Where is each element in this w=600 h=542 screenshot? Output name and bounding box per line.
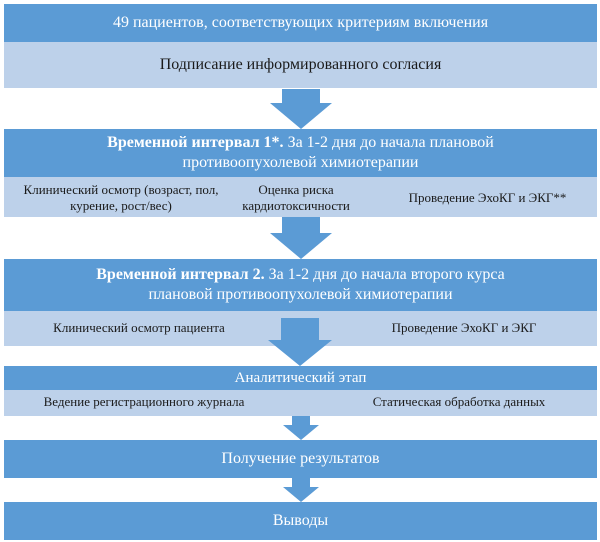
interval-2-header: Временной интервал 2. За 1-2 дня до нача… bbox=[4, 259, 597, 311]
interval-2-title: Временной интервал 2. За 1-2 дня до нача… bbox=[64, 265, 537, 305]
interval-2-bold: Временной интервал 2. bbox=[96, 266, 265, 283]
flow-arrow bbox=[283, 478, 319, 502]
arrow-shape bbox=[283, 478, 319, 502]
interval-1-items: Клинический осмотр (возраст, пол, курени… bbox=[4, 177, 597, 217]
step-informed-consent: Подписание информированного согласия bbox=[4, 42, 597, 88]
interval-1-text: За 1-2 дня до начала плановой противоопу… bbox=[182, 134, 494, 171]
arrow-shape bbox=[268, 318, 332, 366]
interval-1-item-cardiotoxicity: Оценка риска кардиотоксичности bbox=[242, 182, 350, 213]
flow-arrow bbox=[283, 416, 319, 440]
analytic-stage-header: Аналитический этап bbox=[4, 366, 597, 390]
analytic-item-data-processing: Статическая обработка данных bbox=[372, 394, 546, 409]
interval-2-item-clinical-exam: Клинический осмотр пациента bbox=[53, 320, 225, 335]
arrow-shape bbox=[270, 217, 332, 259]
interval-2-text: За 1-2 дня до начала второго курса плано… bbox=[148, 266, 505, 303]
interval-1-header: Временной интервал 1*. За 1-2 дня до нач… bbox=[4, 129, 597, 177]
conclusions-box: Выводы bbox=[4, 502, 597, 540]
interval-1-bold: Временной интервал 1*. bbox=[107, 134, 284, 151]
analytic-stage-items: Ведение регистрационного журнала Статиче… bbox=[4, 390, 597, 416]
conclusions-text: Выводы bbox=[272, 512, 329, 529]
step-informed-consent-text: Подписание информированного согласия bbox=[159, 56, 442, 73]
analytic-item-registration-journal: Ведение регистрационного журнала bbox=[43, 394, 245, 409]
interval-2-item-echo-ecg: Проведение ЭхоКГ и ЭКГ bbox=[391, 320, 537, 335]
interval-1-item-clinical-exam: Клинический осмотр (возраст, пол, курени… bbox=[23, 182, 219, 213]
interval-1-item-echo-ecg: Проведение ЭхоКГ и ЭКГ** bbox=[408, 190, 567, 205]
flow-arrow bbox=[270, 89, 332, 129]
step-patients-count-text: 49 пациентов, соответствующих критериям … bbox=[112, 14, 489, 31]
flow-arrow bbox=[270, 217, 332, 259]
arrow-shape bbox=[270, 89, 332, 129]
interval-1-title: Временной интервал 1*. За 1-2 дня до нач… bbox=[64, 133, 537, 173]
flow-arrow bbox=[268, 318, 332, 366]
step-patients-count: 49 пациентов, соответствующих критериям … bbox=[4, 4, 597, 42]
results-box: Получение результатов bbox=[4, 440, 597, 478]
arrow-shape bbox=[283, 416, 319, 440]
results-text: Получение результатов bbox=[221, 450, 380, 467]
analytic-stage-title: Аналитический этап bbox=[234, 369, 367, 386]
